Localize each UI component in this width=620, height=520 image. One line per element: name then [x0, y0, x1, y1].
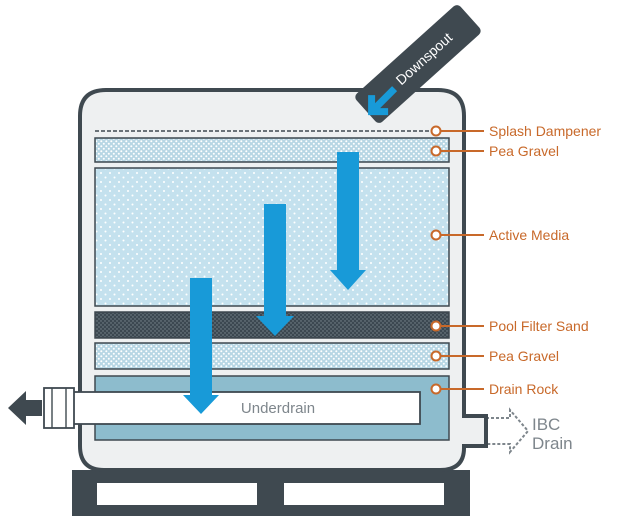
- callout-pool-filter-sand: Pool Filter Sand: [430, 318, 589, 334]
- callout-pea-gravel-top: Pea Gravel: [430, 143, 559, 159]
- ibc-drain-arrow-icon: [485, 407, 530, 455]
- layer-pea-gravel-top: [94, 137, 450, 163]
- label-active-media: Active Media: [489, 227, 569, 243]
- label-pool-filter-sand: Pool Filter Sand: [489, 318, 589, 334]
- label-splash-dampener: Splash Dampener: [489, 123, 601, 139]
- flow-arrow-left-icon: [183, 278, 219, 414]
- label-drain-rock: Drain Rock: [489, 381, 559, 397]
- ibc-drain-label-line1: IBC: [532, 415, 560, 434]
- ibc-drain-label-line2: Drain: [532, 434, 573, 453]
- pallet: [72, 470, 470, 516]
- outflow-arrow-icon: [8, 391, 42, 425]
- underdrain-pipe: [43, 387, 421, 429]
- callouts: Splash Dampener Pea Gravel Active Media …: [430, 123, 601, 397]
- label-pea-gravel-top: Pea Gravel: [489, 143, 559, 159]
- label-pea-gravel-bottom: Pea Gravel: [489, 348, 559, 364]
- callout-pea-gravel-bottom: Pea Gravel: [430, 348, 559, 364]
- underdrain-label: Underdrain: [241, 400, 315, 417]
- flow-arrow-right-icon: [330, 152, 366, 290]
- downspout-arrow-icon: [368, 84, 398, 116]
- layer-pea-gravel-bottom: [94, 342, 450, 370]
- flow-arrow-middle-icon: [256, 204, 294, 336]
- callout-drain-rock: Drain Rock: [430, 381, 559, 397]
- callout-splash-dampener: Splash Dampener: [430, 123, 601, 139]
- callout-active-media: Active Media: [430, 227, 569, 243]
